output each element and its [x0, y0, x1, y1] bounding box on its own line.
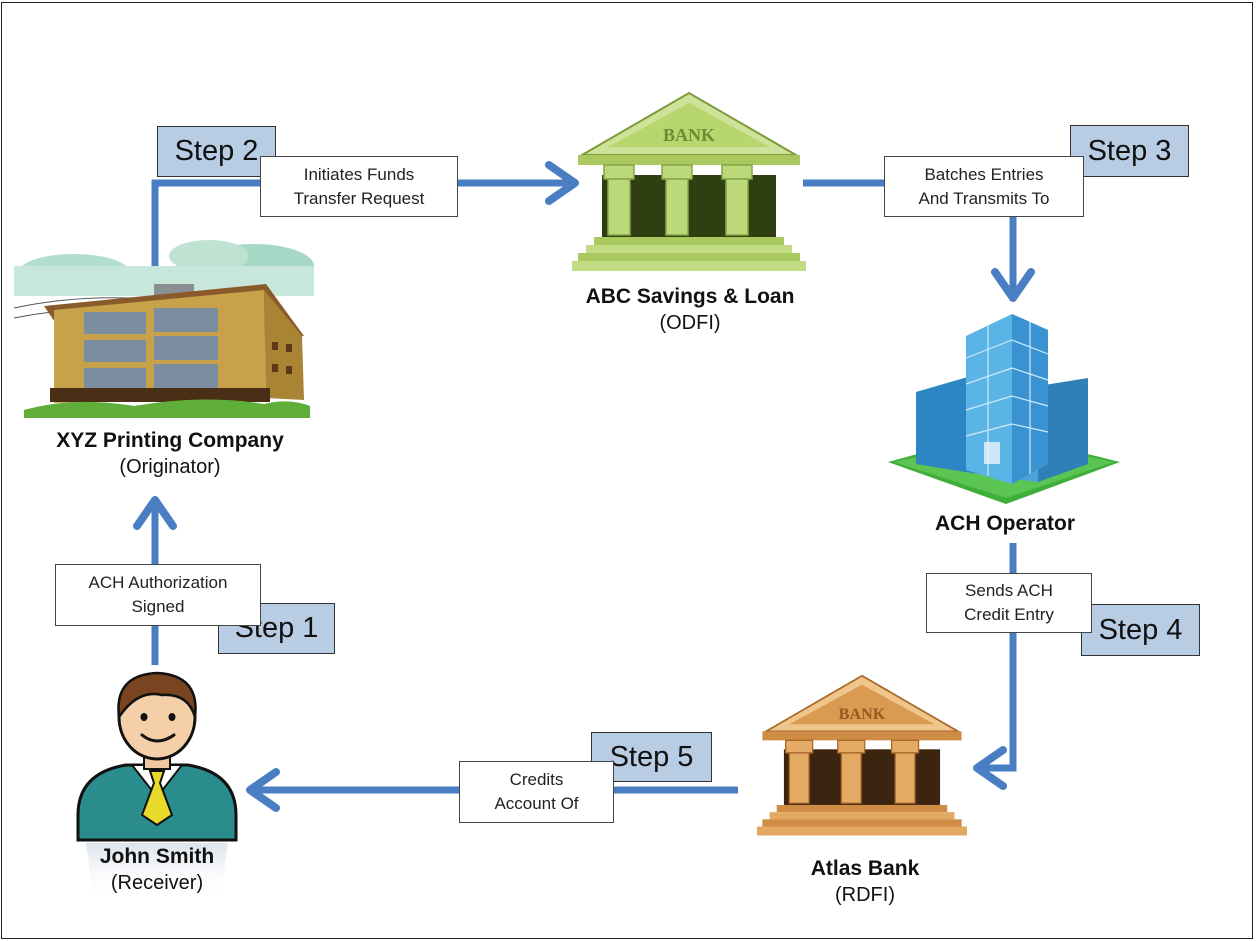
step-4-badge: Step 4 [1081, 604, 1200, 656]
label-sends-ach: Sends ACH Credit Entry [926, 573, 1092, 633]
label-line: Account Of [494, 794, 579, 813]
rdfi-name: Atlas Bank [810, 857, 920, 880]
step-3-badge: Step 3 [1070, 125, 1189, 177]
label-ach-authorization: ACH Authorization Signed [55, 564, 261, 626]
label-line: Initiates Funds [303, 164, 415, 184]
label-line: ACH Authorization [88, 573, 228, 592]
step-5-badge: Step 5 [591, 732, 712, 782]
label-line: Credits [509, 770, 564, 789]
receiver-caption: John Smith (Receiver) [62, 843, 252, 897]
rdfi-role: (RDFI) [835, 884, 895, 906]
step-2-badge: Step 2 [157, 126, 276, 177]
receiver-role: (Receiver) [110, 872, 204, 894]
label-line: Batches Entries [924, 164, 1044, 184]
odfi-role: (ODFI) [659, 312, 721, 334]
label-initiates-funds: Initiates Funds Transfer Request [260, 156, 458, 217]
office-building-icon [13, 240, 314, 418]
label-line: And Transmits To [918, 188, 1050, 208]
operator-name: ACH Operator [934, 512, 1076, 535]
label-line: Credit Entry [964, 605, 1054, 624]
operator-caption: ACH Operator [900, 510, 1110, 537]
glass-building-icon [888, 314, 1120, 504]
label-line: Signed [131, 597, 185, 616]
bank-icon: BANK [757, 674, 967, 836]
odfi-name: ABC Savings & Loan [585, 285, 795, 308]
bank-sign: BANK [663, 125, 715, 145]
receiver-name: John Smith [99, 845, 215, 868]
originator-name: XYZ Printing Company [56, 429, 284, 452]
originator-role: (Originator) [119, 456, 221, 478]
label-line: Sends ACH [965, 581, 1053, 600]
rdfi-caption: Atlas Bank (RDFI) [760, 855, 970, 909]
odfi-caption: ABC Savings & Loan (ODFI) [560, 283, 820, 337]
bank-icon: BANK [572, 91, 806, 271]
label-line: Transfer Request [293, 188, 425, 208]
label-batches-entries: Batches Entries And Transmits To [884, 156, 1084, 217]
originator-caption: XYZ Printing Company (Originator) [25, 427, 315, 481]
label-credits-account: Credits Account Of [459, 761, 614, 823]
person-icon [76, 671, 238, 900]
bank-sign: BANK [839, 706, 886, 723]
